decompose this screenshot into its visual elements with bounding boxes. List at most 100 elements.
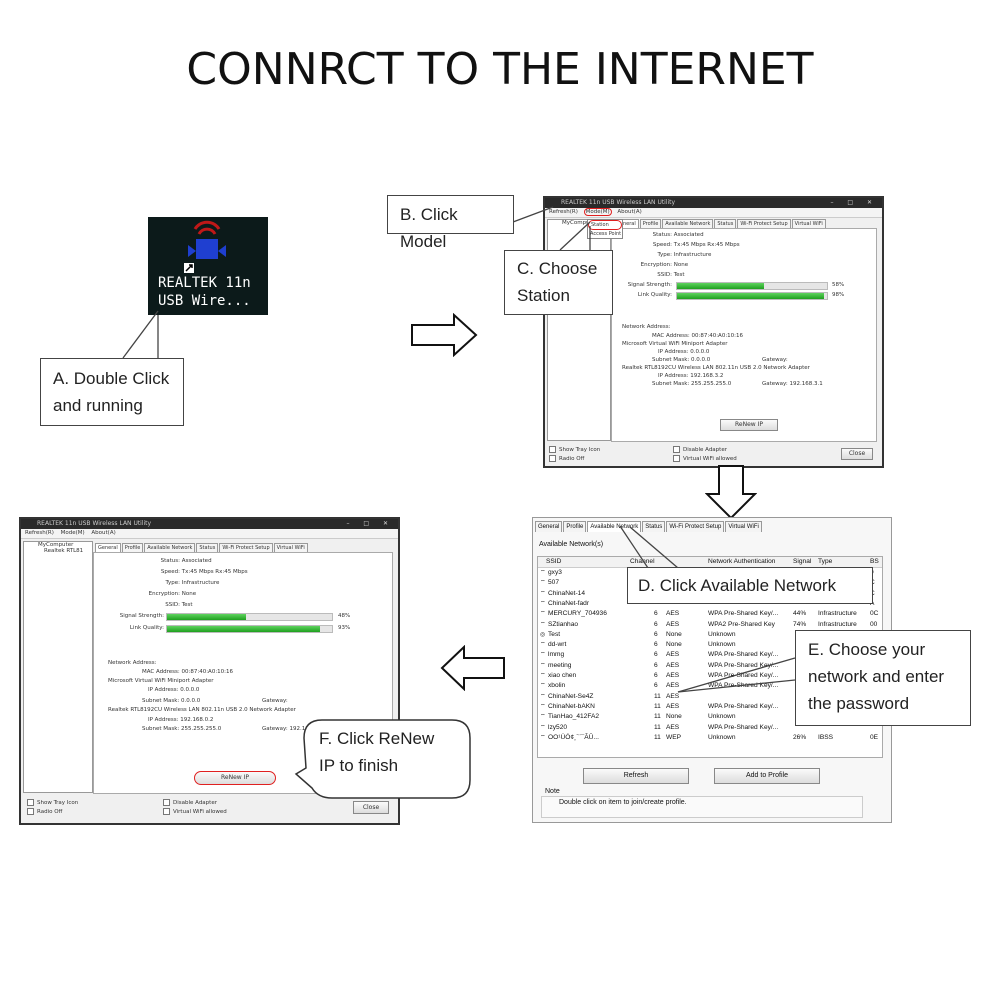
left-tab-wps[interactable]: Wi-Fi Protect Setup bbox=[219, 543, 273, 552]
window-controls[interactable]: – □ ✕ bbox=[830, 199, 878, 206]
network-cell-ch: 6 bbox=[654, 630, 658, 638]
ssid-value: Test bbox=[673, 272, 685, 278]
net-tab-general[interactable]: General bbox=[535, 521, 563, 532]
net-tab-virtual-wifi[interactable]: Virtual WiFi bbox=[725, 521, 762, 532]
wifi-signal-icon: ⌔ bbox=[540, 724, 546, 731]
tab-status[interactable]: Status bbox=[714, 219, 737, 228]
wifi-signal-icon: ⌔ bbox=[540, 621, 546, 628]
menu-bar: Refresh(R) Mode(M) About(A) bbox=[545, 208, 882, 218]
network-cell-bss: 00 bbox=[870, 620, 878, 628]
net-tab-status[interactable]: Status bbox=[642, 521, 666, 532]
left-signal-strength-bar bbox=[166, 613, 333, 621]
network-cell-auth: WPA Pre-Shared Key/... bbox=[708, 610, 779, 618]
page-title: CONNRCT TO THE INTERNET bbox=[186, 44, 814, 95]
tab-profile[interactable]: Profile bbox=[639, 219, 662, 228]
left-renew-ip-button[interactable]: ReNew IP bbox=[194, 771, 276, 785]
left-show-tray-checkbox[interactable] bbox=[27, 799, 34, 806]
network-cell-ssid: ChinaNet-Se4Z bbox=[548, 692, 594, 700]
col-ssid[interactable]: SSID bbox=[546, 558, 562, 565]
left-tab-profile[interactable]: Profile bbox=[121, 543, 144, 552]
left-mac-address: MAC Address: 00:87:40:A0:10:16 bbox=[142, 669, 234, 675]
left-menu-mode[interactable]: Mode(M) bbox=[60, 530, 85, 536]
left-tree-child[interactable]: Realtek RTL81 bbox=[44, 548, 84, 554]
step-a-callout: A. Double Click and running bbox=[40, 358, 184, 426]
tab-wps[interactable]: Wi-Fi Protect Setup bbox=[737, 219, 791, 228]
net-tab-wps[interactable]: Wi-Fi Protect Setup bbox=[666, 521, 725, 532]
tab-virtual-wifi[interactable]: Virtual WiFi bbox=[791, 219, 826, 228]
left-window-controls[interactable]: – □ ✕ bbox=[346, 520, 394, 527]
col-signal[interactable]: Signal bbox=[793, 558, 812, 565]
arrow-left-icon bbox=[440, 645, 505, 691]
left-ssid-value: Test bbox=[181, 602, 193, 608]
col-type[interactable]: Type bbox=[818, 558, 833, 565]
step-e-text-1: E. Choose your bbox=[808, 640, 926, 659]
col-channel[interactable]: Channel bbox=[630, 558, 655, 565]
wifi-signal-icon: ⌔ bbox=[540, 590, 546, 597]
wifi-signal-icon: ⌔ bbox=[540, 693, 546, 700]
network-cell-ssid: SZtianhao bbox=[548, 620, 579, 628]
refresh-button[interactable]: Refresh bbox=[583, 768, 689, 784]
left-menu-about[interactable]: About(A) bbox=[91, 530, 116, 536]
radio-off-checkbox[interactable] bbox=[549, 455, 556, 462]
left-tab-available-network[interactable]: Available Network bbox=[144, 543, 196, 552]
col-auth[interactable]: Network Authentication bbox=[708, 558, 776, 565]
step-f-callout: F. Click ReNew IP to finish bbox=[319, 725, 434, 779]
menu-refresh[interactable]: Refresh(R) bbox=[549, 209, 578, 215]
wifi-signal-icon: ⌔ bbox=[540, 600, 546, 607]
encryption-value: None bbox=[673, 262, 689, 268]
left-tab-general[interactable]: General bbox=[95, 543, 121, 552]
left-tab-status[interactable]: Status bbox=[196, 543, 219, 552]
network-cell-ch: 6 bbox=[654, 610, 658, 618]
left-disable-adapter-checkbox[interactable] bbox=[163, 799, 170, 806]
network-cell-enc: AES bbox=[666, 651, 680, 659]
left-menu-refresh[interactable]: Refresh(R) bbox=[25, 530, 54, 536]
network-cell-type: IBSS bbox=[818, 733, 834, 741]
left-rt-gateway: Gateway: 192.168 bbox=[262, 726, 313, 732]
left-tree-root[interactable]: MyComputer bbox=[38, 542, 74, 548]
network-cell-enc: AES bbox=[666, 723, 680, 731]
left-link-value: 93% bbox=[338, 625, 351, 631]
left-radio-off-checkbox[interactable] bbox=[27, 808, 34, 815]
network-row[interactable]: ⌔ChinaNet-Se4Z 11 AES bbox=[538, 692, 882, 702]
dropdown-station[interactable]: Station bbox=[588, 220, 622, 230]
left-signal-value: 48% bbox=[338, 613, 351, 619]
menu-about[interactable]: About(A) bbox=[617, 209, 642, 215]
desktop-icon-tile[interactable]: REALTEK 11n USB Wire... bbox=[148, 217, 268, 315]
virtual-wifi-checkbox[interactable] bbox=[673, 455, 680, 462]
left-ms-subnet-mask: Subnet Mask: 0.0.0.0 bbox=[142, 698, 201, 704]
network-cell-enc: AES bbox=[666, 692, 680, 700]
renew-ip-button[interactable]: ReNew IP bbox=[720, 419, 778, 431]
dropdown-access-point[interactable]: Access Point bbox=[590, 231, 622, 237]
rt-ip-address: IP Address: 192.168.3.2 bbox=[658, 373, 724, 379]
close-button[interactable]: Close bbox=[841, 448, 873, 460]
left-menu-bar: Refresh(R) Mode(M) About(A) bbox=[21, 529, 398, 539]
show-tray-checkbox[interactable] bbox=[549, 446, 556, 453]
net-tab-available-network[interactable]: Available Network bbox=[587, 521, 642, 532]
menu-mode[interactable]: Mode(M) bbox=[583, 208, 612, 216]
network-cell-auth: WPA Pre-Shared Key/... bbox=[708, 661, 779, 669]
left-virtual-wifi-checkbox[interactable] bbox=[163, 808, 170, 815]
tab-available-network[interactable]: Available Network bbox=[662, 219, 714, 228]
left-signal-strength-fill bbox=[167, 614, 247, 620]
left-tab-virtual-wifi[interactable]: Virtual WiFi bbox=[273, 543, 308, 552]
add-to-profile-button[interactable]: Add to Profile bbox=[714, 768, 820, 784]
left-close-button[interactable]: Close bbox=[353, 801, 389, 814]
network-cell-ch: 11 bbox=[654, 692, 661, 700]
disable-adapter-label: Disable Adapter bbox=[683, 447, 727, 453]
disable-adapter-checkbox[interactable] bbox=[673, 446, 680, 453]
network-cell-enc: None bbox=[666, 641, 682, 649]
speed-value: Tx:45 Mbps Rx:45 Mbps bbox=[673, 242, 740, 248]
col-bss[interactable]: BS bbox=[870, 558, 879, 565]
step-d-callout: D. Click Available Network bbox=[627, 567, 873, 604]
network-cell-bss: 0E bbox=[870, 733, 879, 741]
net-tab-profile[interactable]: Profile bbox=[563, 521, 587, 532]
